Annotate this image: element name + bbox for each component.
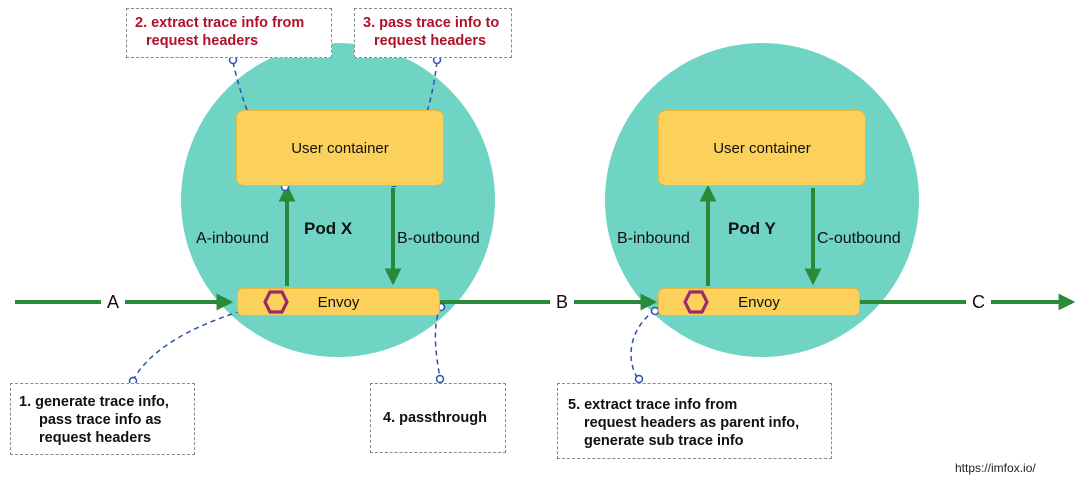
pod-y-user-container: User container — [658, 110, 866, 186]
pod-y-envoy-hexagon-icon — [683, 290, 709, 314]
note-5-line-2: request headers as parent info, — [584, 415, 800, 431]
note-1-generate: 1. generate trace info, pass trace info … — [10, 383, 195, 455]
note-2-extract: 2. extract trace info from request heade… — [126, 8, 332, 58]
pod-y-user-container-label: User container — [713, 139, 811, 157]
leader-note-5 — [630, 309, 656, 380]
note-1-line-3: request headers — [39, 430, 152, 446]
leader-note-4 — [434, 305, 441, 379]
leader-note-1 — [132, 305, 259, 381]
note-3-line-2: request headers — [374, 33, 487, 49]
flow-label-b: B — [550, 292, 575, 313]
pod-y-inbound-label: B-inbound — [617, 230, 690, 247]
note-1-line-2: pass trace info as — [39, 412, 162, 428]
flow-label-c: C — [966, 292, 991, 313]
note-5-extract-parent: 5. extract trace info from request heade… — [557, 383, 832, 459]
pod-x-inbound-label: A-inbound — [196, 230, 269, 247]
note-3-pass: 3. pass trace info to request headers — [354, 8, 512, 58]
note-2-line-2: request headers — [146, 33, 259, 49]
pod-y-envoy-label: Envoy — [738, 293, 780, 311]
pod-x-envoy-label: Envoy — [317, 293, 360, 311]
note-3-line-1: 3. pass trace info to — [363, 15, 500, 31]
pod-x-user-container-label: User container — [291, 139, 389, 157]
note-1-line-1: 1. generate trace info, — [19, 394, 169, 410]
leader-dot-4b — [435, 374, 445, 384]
leader-dot-5b — [634, 374, 644, 384]
note-5-line-1: 5. extract trace info from — [568, 397, 738, 413]
note-2-line-1: 2. extract trace info from — [135, 15, 305, 31]
pod-x-envoy-hexagon-icon — [263, 290, 289, 314]
note-5-line-3: generate sub trace info — [584, 433, 744, 449]
note-4-line-1: 4. passthrough — [383, 410, 487, 426]
pod-x-user-container: User container — [236, 110, 444, 186]
pod-y-title: Pod Y — [728, 219, 776, 238]
pod-x-title: Pod X — [304, 219, 353, 238]
source-url: https://imfox.io/ — [955, 461, 1036, 475]
note-4-passthrough: 4. passthrough — [370, 383, 506, 453]
pod-y-outbound-label: C-outbound — [817, 230, 901, 247]
flow-label-a: A — [101, 292, 126, 313]
pod-x-outbound-label: B-outbound — [397, 230, 480, 247]
